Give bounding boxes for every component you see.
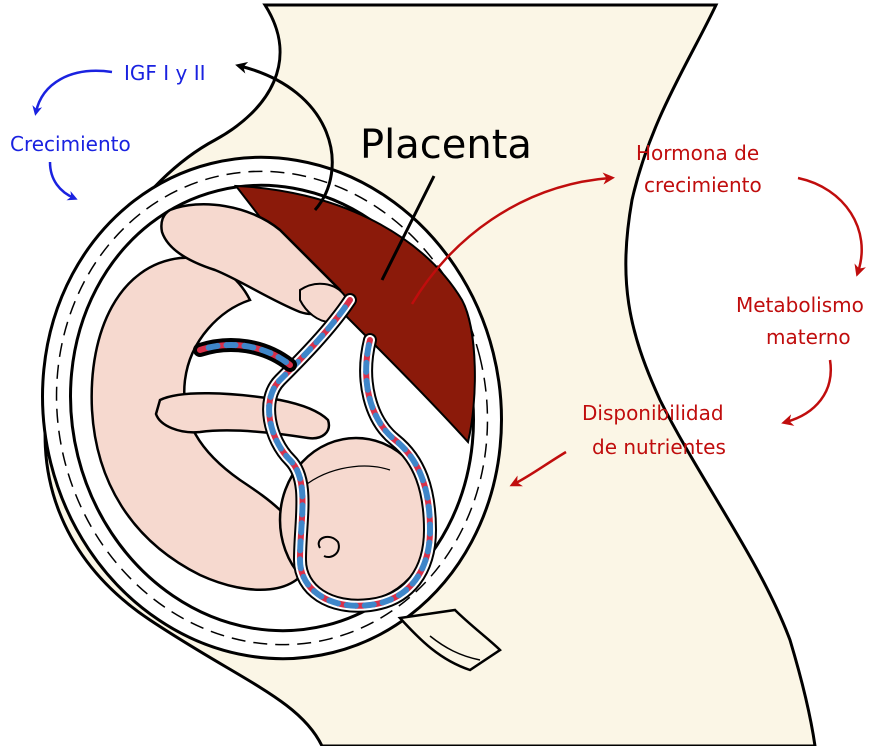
- label-igf: IGF I y II: [124, 61, 206, 85]
- label-hormona-line2: crecimiento: [644, 173, 762, 197]
- arrow-igf-to-crecimiento: [36, 71, 112, 112]
- label-hormona-line1: Hormona de: [636, 141, 759, 165]
- label-crecimiento: Crecimiento: [10, 132, 131, 156]
- label-metabolismo-line1: Metabolismo: [736, 293, 864, 317]
- label-disponibilidad-line2: de nutrientes: [592, 435, 726, 459]
- arrow-crecimiento-to-fetus: [50, 162, 74, 198]
- arrow-hormona-to-metabolismo: [798, 178, 862, 272]
- arrow-metabolismo-to-disponibilidad: [786, 360, 831, 422]
- label-placenta: Placenta: [360, 122, 532, 168]
- label-metabolismo-line2: materno: [766, 325, 851, 349]
- label-disponibilidad-line1: Disponibilidad: [582, 401, 724, 425]
